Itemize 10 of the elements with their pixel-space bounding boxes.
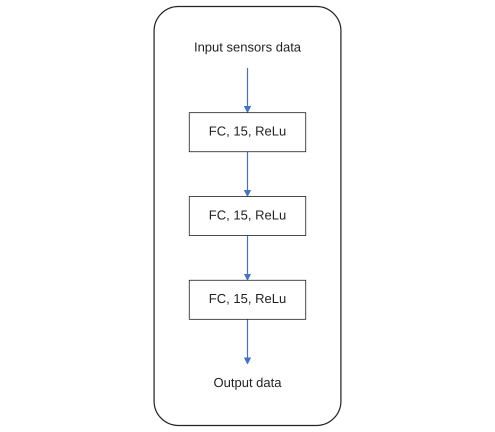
node-text: Input sensors data: [194, 41, 302, 55]
node-text: Output data: [213, 376, 282, 390]
node-box: FC, 15, ReLu: [188, 280, 306, 320]
arrow: [244, 319, 252, 364]
node-box: FC, 15, ReLu: [188, 196, 306, 236]
node-box: FC, 15, ReLu: [188, 112, 306, 152]
cluster: [153, 6, 342, 426]
arrow: [244, 68, 252, 113]
arrow: [244, 236, 252, 281]
arrow: [244, 152, 252, 197]
